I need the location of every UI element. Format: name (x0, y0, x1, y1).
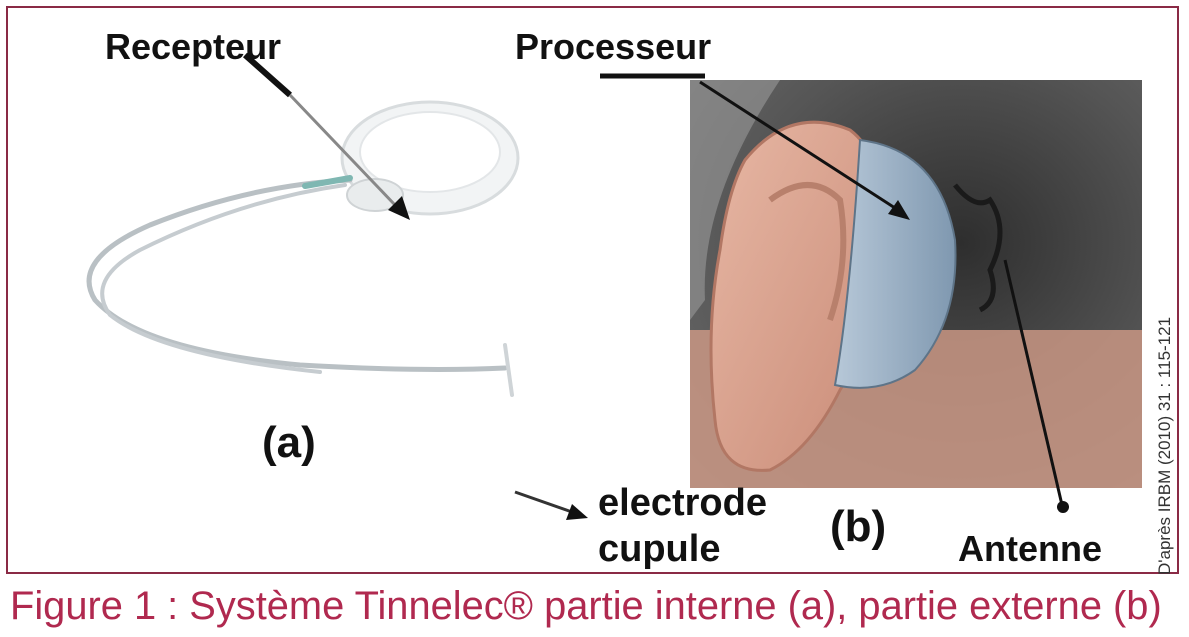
processeur-label: Processeur (515, 26, 711, 68)
electrode-pointer (515, 492, 588, 520)
receiver-implant (342, 102, 518, 214)
electrode-label-line1: electrode (598, 482, 767, 525)
antenne-label: Antenne (958, 528, 1102, 570)
figure-caption: Figure 1 : Système Tinnelec® partie inte… (10, 580, 1175, 632)
source-credit: D'après IRBM (2010) 31 : 115-121 (1155, 317, 1175, 575)
ear-photo (690, 80, 1142, 488)
recepteur-label: Recepteur (105, 26, 281, 68)
part-b-label: (b) (830, 502, 886, 552)
part-a-label: (a) (262, 418, 316, 468)
electrode-label-line2: cupule (598, 528, 720, 571)
